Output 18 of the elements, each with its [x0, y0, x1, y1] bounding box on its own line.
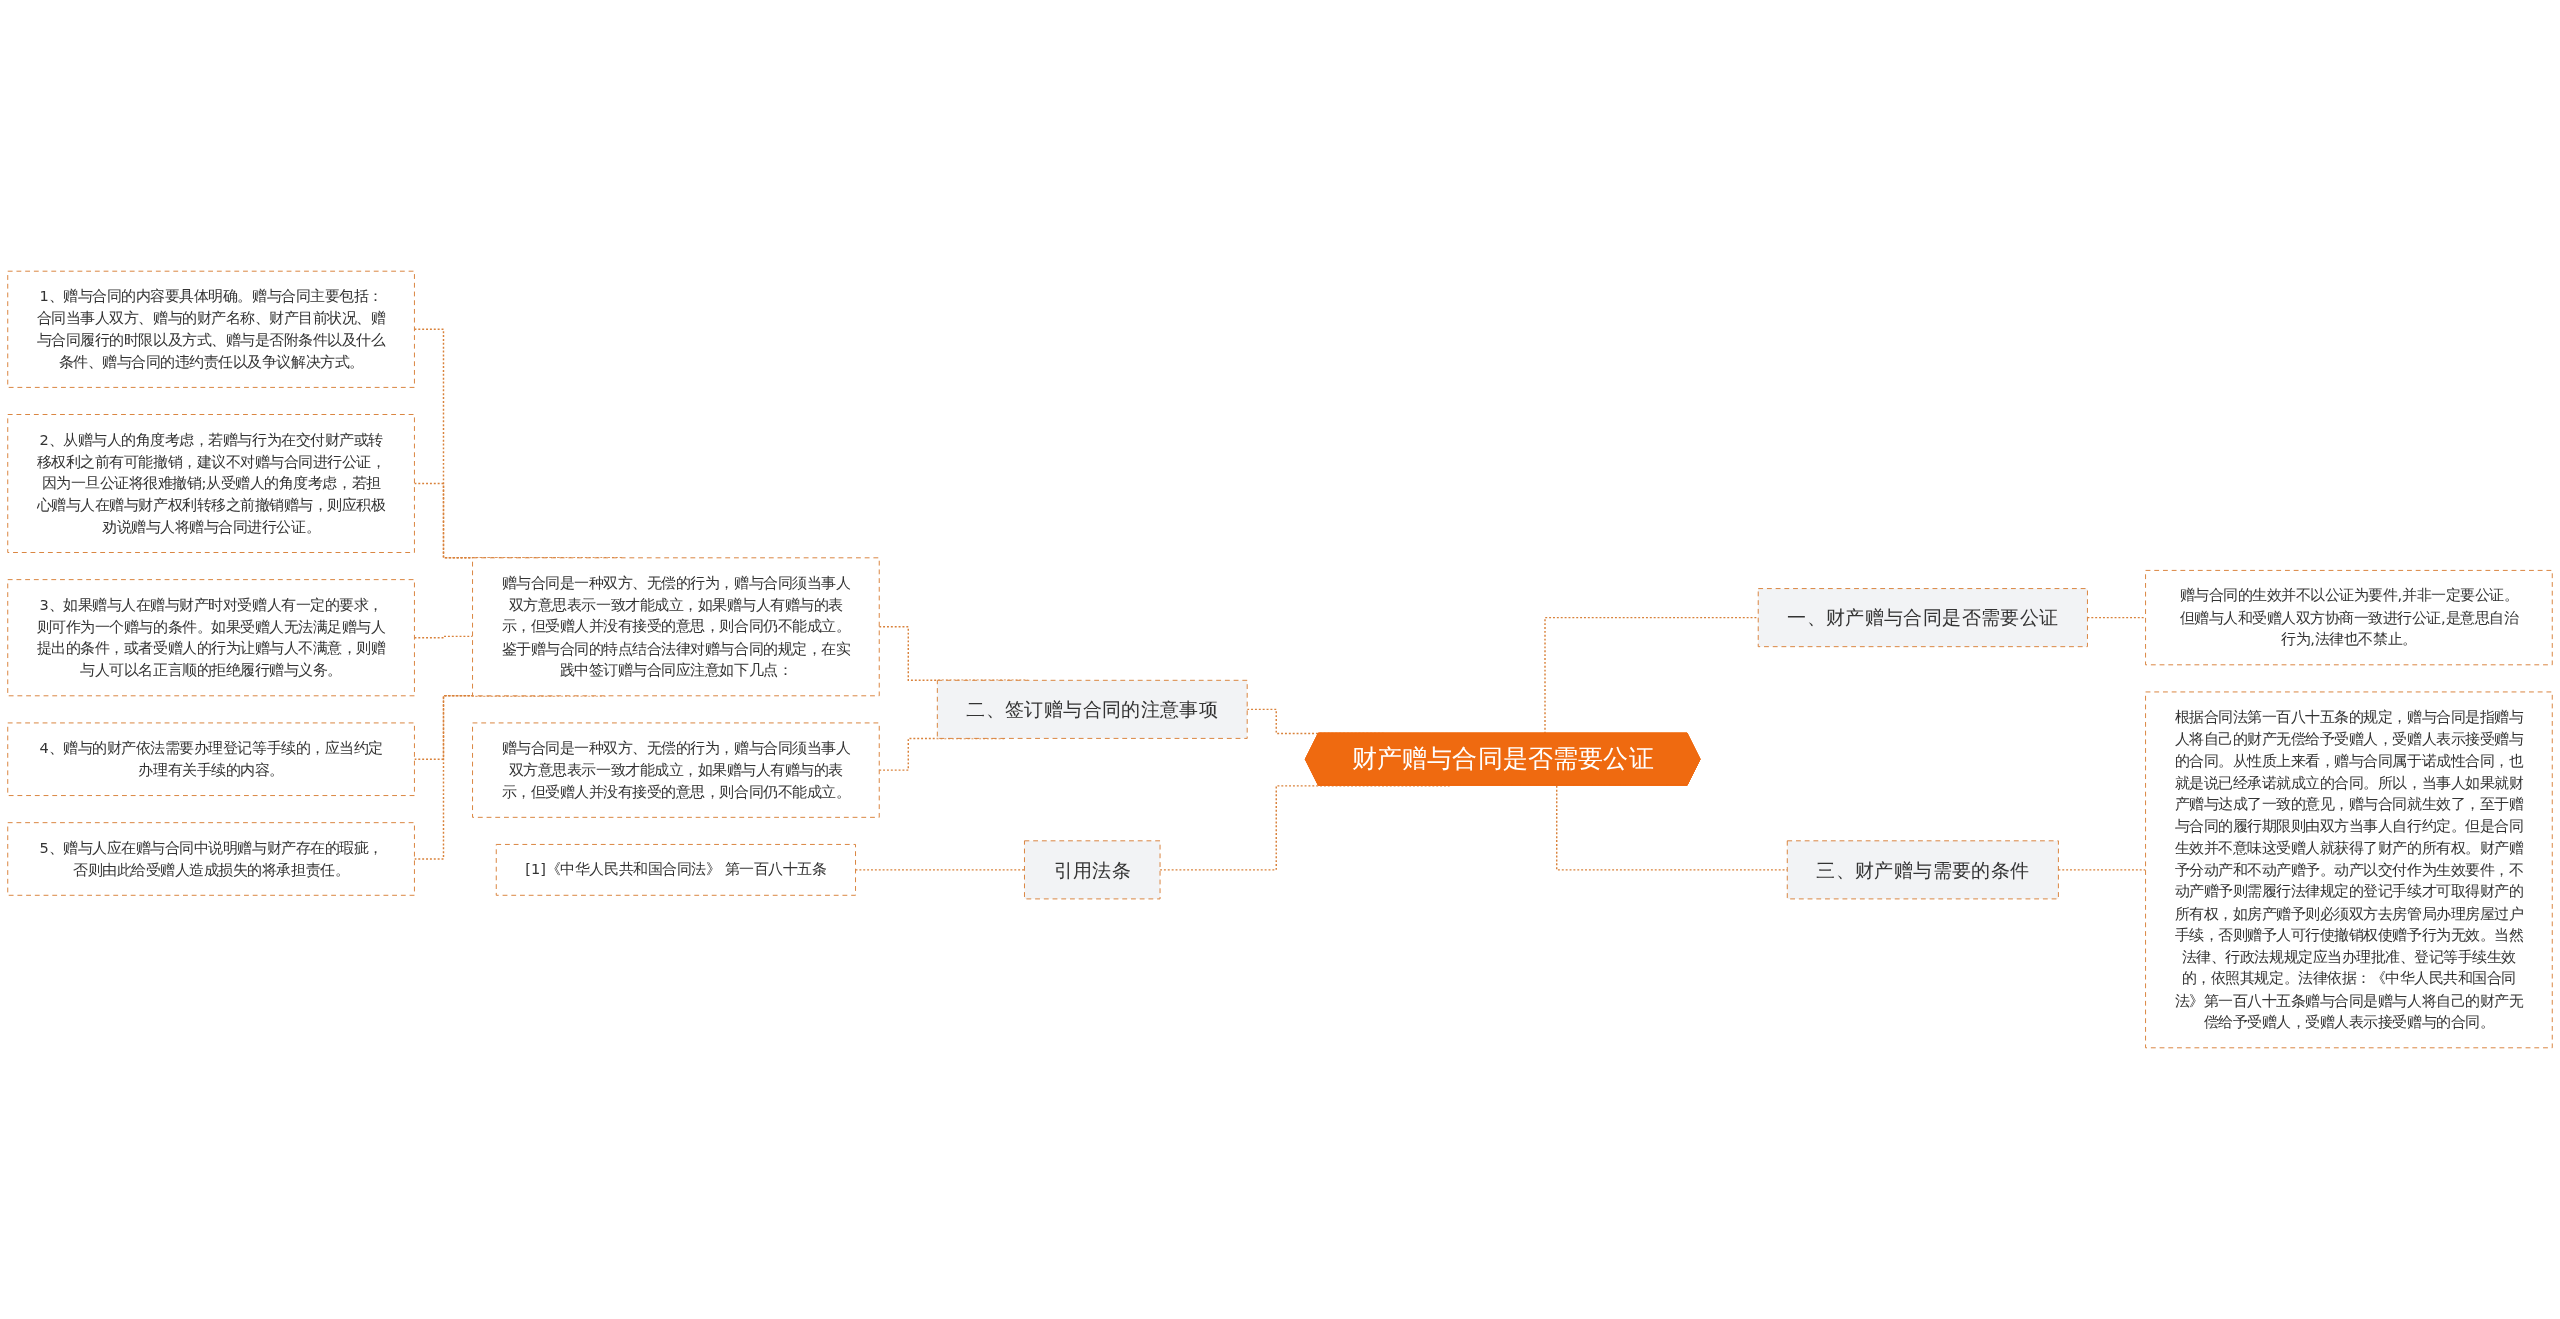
node-box: 根据合同法第一百八十五条的规定，赠与合同是指赠与人将自己的财产无偿给予受赠人，受赠人表示接受赠与的合同。从性质上来看，赠与合同属于诺成性合同，也就是说已经承诺就成立的合同。所以，当事人如果就财产赠与达成了一致的意见，赠与合同就生效了，至于赠与合同的履行期限则由双方当事人自行约定。但是合同生效并不意味这受赠人就获得了财产的所有权。财产赠予分动产和不动产赠予。动产以交付作为生效要件，不动产赠予则需履行法律规定的登记手续才可取得财产的所有权，如房产赠予则必须双方去房管局办理房屋过户手续，否则赠予人可行使撤销权使赠予行为无效。当然法律、行政法规规定应当办理批准、登记等手续生效的，依照其规定。法律依据：《中华人民共和国合同法》第一百八十五条赠与合同是赠与人将自己的财产无偿给予受赠人，受赠人表示接受赠与的合同。: [2145, 691, 2553, 1049]
node-box: 赠与合同是一种双方、无偿的行为，赠与合同须当事人双方意思表示一致才能成立，如果赠与人有赠与的表示，但受赠人并没有接受的意思，则合同仍不能成立。: [472, 722, 880, 818]
connector: [2086, 616, 2147, 619]
node-box: 2、从赠与人的角度考虑，若赠与行为在交付财产或转移权利之前有可能撤销，建议不对赠与合同进行公证，因为一旦公证将很难撤销;从受赠人的角度考虑，若担心赠与人在赠与财产权利转移之前撤销赠与，则应积极劝说赠与人将赠与合同进行公证。: [7, 414, 415, 553]
node-box: 二、签订赠与合同的注意事项: [936, 679, 1248, 739]
node-box: 赠与合同的生效并不以公证为要件,并非一定要公证。但赠与人和受赠人双方协商一致进行公证,是意思自治行为,法律也不禁止。: [2145, 569, 2553, 666]
node-box: 赠与合同是一种双方、无偿的行为，赠与合同须当事人双方意思表示一致才能成立，如果赠与人有赠与的表示，但受赠人并没有接受的意思，则合同仍不能成立。鉴于赠与合同的特点结合法律对赠与合同的规定，在实践中签订赠与合同应注意如下几点：: [472, 557, 880, 697]
node-box: 3、如果赠与人在赠与财产时对受赠人有一定的要求，则可作为一个赠与的条件。如果受赠人无法满足赠与人提出的条件，或者受赠人的行为让赠与人不满意，则赠与人可以名正言顺的拒绝履行赠与义务。: [7, 579, 415, 697]
connector: [2057, 869, 2147, 871]
node-box: 引用法条: [1024, 840, 1161, 900]
connector: [1556, 785, 1788, 871]
node-box: 三、财产赠与需要的条件: [1786, 840, 2059, 900]
connector: [854, 869, 1026, 871]
node-box: 4、赠与的财产依法需要办理登记等手续的，应当约定办理有关手续的内容。: [7, 722, 415, 797]
node-box: 一、财产赠与合同是否需要公证: [1757, 588, 2088, 648]
node-box: 5、赠与人应在赠与合同中说明赠与财产存在的瑕疵，否则由此给受赠人造成损失的将承担责任。: [7, 822, 415, 896]
node-box: [1]《中华人民共和国合同法》 第一百八十五条: [495, 843, 856, 896]
node-box: 1、赠与合同的内容要具体明确。赠与合同主要包括：合同当事人双方、赠与的财产名称、财产目前状况、赠与合同履行的时限以及方式、赠与是否附条件以及什么条件、赠与合同的违约责任以及争议解决方式。: [7, 270, 415, 388]
